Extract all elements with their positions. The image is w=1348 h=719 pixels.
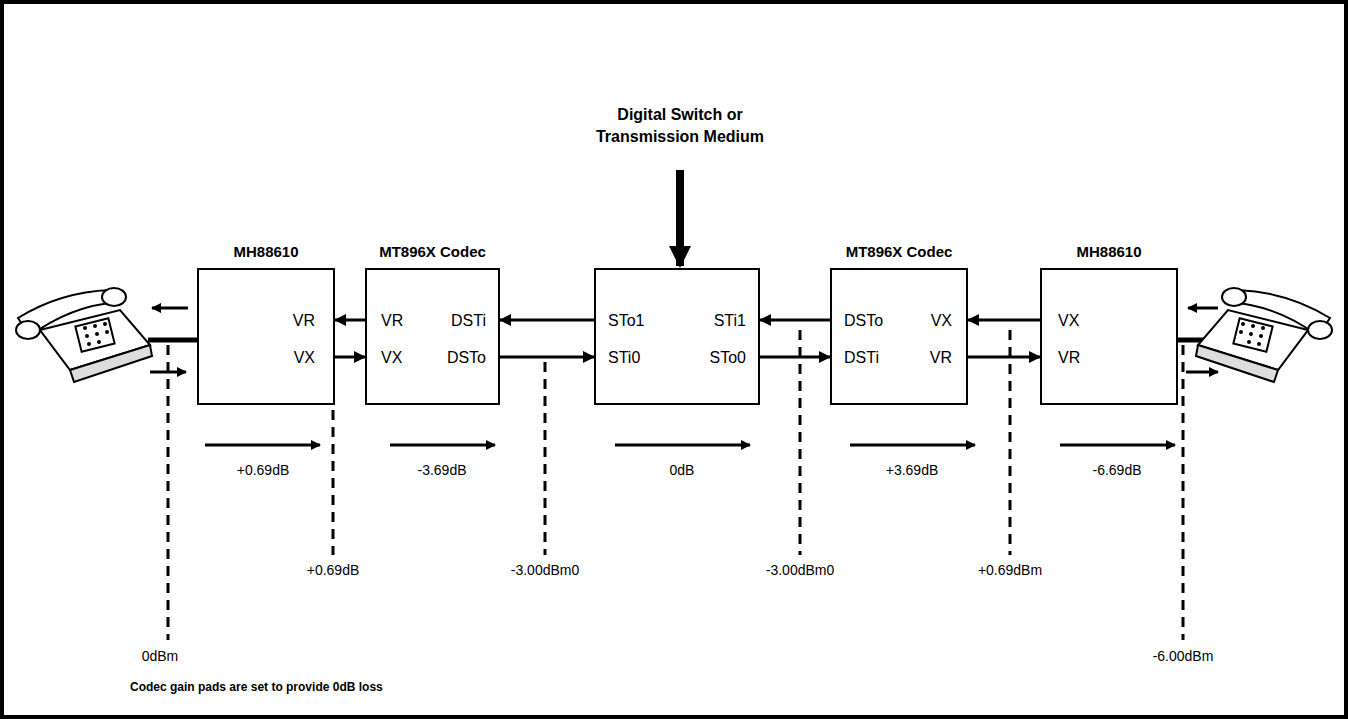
pin-name: STi1	[714, 312, 746, 330]
level-label: 0dBm	[140, 648, 181, 664]
signal-arrow	[335, 356, 365, 359]
signal-arrow	[500, 356, 594, 359]
level-label: +3.69dB	[884, 462, 941, 478]
signal-arrow	[500, 319, 594, 322]
pin-name: VR	[293, 312, 315, 330]
device-box: MT896X CodecVRDSTiVXDSTo	[365, 268, 500, 405]
pin-name: DSTi	[844, 349, 879, 367]
pin-name: DSTo	[844, 312, 883, 330]
pin-name: VR	[381, 312, 403, 330]
signal-arrow	[968, 319, 1040, 322]
device-heading: MH88610	[1012, 239, 1206, 264]
device-heading: MT896X Codec	[842, 239, 956, 264]
level-label: 0dB	[668, 462, 697, 478]
footnote: Codec gain pads are set to provide 0dB l…	[130, 680, 383, 694]
pin-name: VR	[1058, 349, 1080, 367]
telephone-icon	[1196, 288, 1332, 382]
device-heading: MH88610	[169, 239, 363, 264]
level-label: -3.00dBm0	[764, 562, 836, 578]
device-box: MH88610VXVR	[1040, 268, 1178, 405]
pin-name: STo1	[608, 312, 644, 330]
pin-name: DSTi	[451, 312, 486, 330]
medium-title: Digital Switch or Transmission Medium	[585, 104, 775, 148]
switch-box: STo1 STi1STi0 STo0	[594, 268, 760, 405]
gain-arrows	[205, 444, 1175, 447]
level-label: +0.69dB	[305, 562, 362, 578]
pin-name: VX	[931, 312, 952, 330]
level-label: -6.69dB	[1090, 462, 1143, 478]
level-label: -6.00dBm	[1151, 648, 1216, 664]
signal-arrow	[760, 319, 830, 322]
device-box: MT896X CodecDSToVXDSTiVR	[830, 268, 968, 405]
level-label: -3.00dBm0	[509, 562, 581, 578]
level-label: -3.69dB	[415, 462, 468, 478]
signal-arrow	[760, 356, 830, 359]
telephone-icon	[16, 288, 152, 382]
pin-name: VX	[294, 349, 315, 367]
pin-name: VR	[930, 349, 952, 367]
level-label: +0.69dB	[235, 462, 292, 478]
pin-name: STo0	[710, 349, 746, 367]
pin-name: VX	[1058, 312, 1079, 330]
pin-name: DSTo	[447, 349, 486, 367]
pin-name: VX	[381, 349, 402, 367]
signal-arrow	[335, 319, 365, 322]
signal-arrow	[968, 356, 1040, 359]
pin-name: STi0	[608, 349, 640, 367]
device-box: MH88610VRVX	[197, 268, 335, 405]
feed-arrow	[676, 170, 684, 266]
level-label: +0.69dBm	[976, 562, 1044, 578]
device-heading: MT896X Codec	[377, 239, 488, 264]
